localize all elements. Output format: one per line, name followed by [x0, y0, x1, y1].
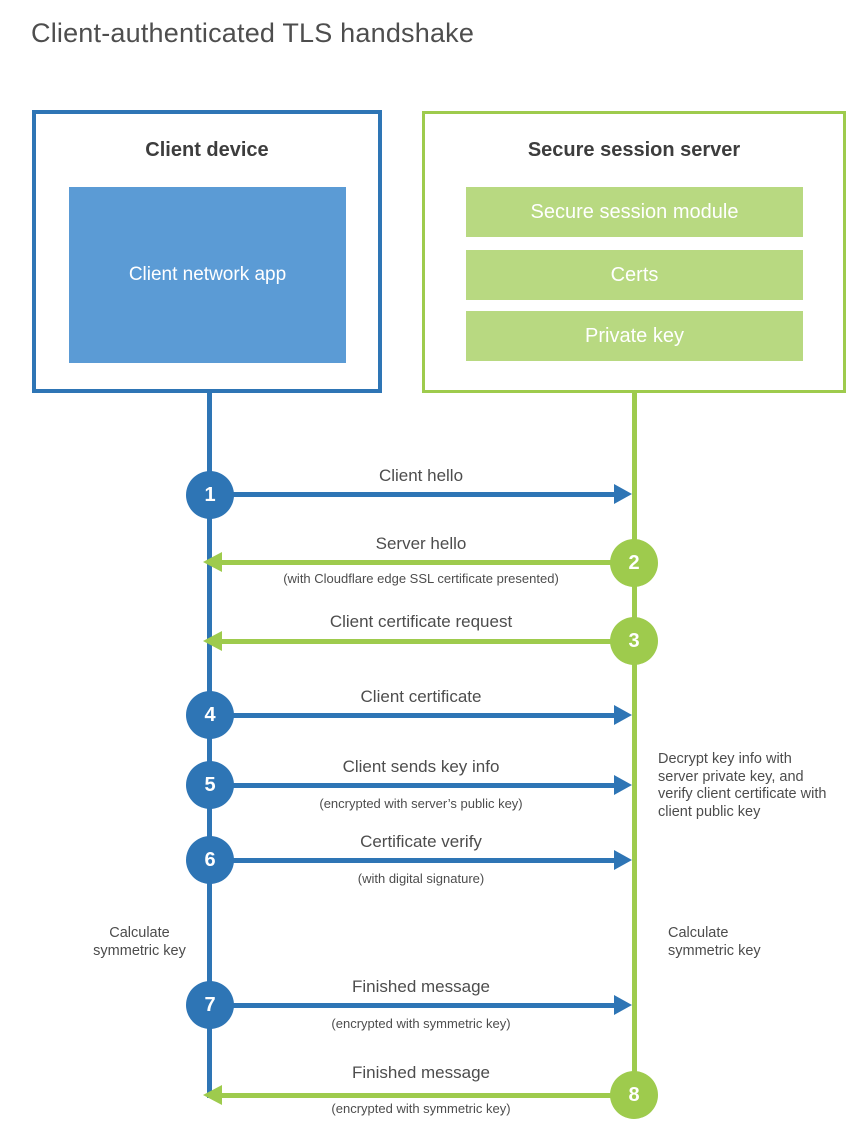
step-8-badge: 8: [610, 1071, 658, 1119]
server-module-private-key: Private key: [466, 311, 803, 361]
calculate-symmetric-key-client: Calculate symmetric key: [93, 925, 186, 959]
step-8-arrow-line: [222, 1093, 634, 1098]
step-6-sublabel: (with digital signature): [357, 871, 485, 886]
step-7-arrow-line: [210, 1003, 614, 1008]
step-1-arrow-line: [210, 492, 614, 497]
step-1-arrowhead-icon: [614, 484, 632, 504]
step-3-badge: 3: [610, 617, 658, 665]
step-4-arrow-line: [210, 713, 614, 718]
decrypt-note: Decrypt key info with server private key…: [658, 751, 827, 820]
step-7-arrowhead-icon: [614, 995, 632, 1015]
step-5-sublabel: (encrypted with server’s public key): [319, 796, 523, 811]
step-3-arrowhead-icon: [203, 631, 222, 651]
step-2-badge: 2: [610, 539, 658, 587]
step-4-arrowhead-icon: [614, 705, 632, 725]
step-8-label: Finished message: [352, 1063, 490, 1082]
step-2-arrowhead-icon: [203, 552, 222, 572]
step-1-badge: 1: [186, 471, 234, 519]
step-8-sublabel: (encrypted with symmetric key): [331, 1101, 511, 1116]
step-4-label: Client certificate: [360, 687, 482, 706]
client-device-title: Client device: [145, 139, 269, 161]
client-network-app-block: Client network app: [69, 187, 346, 363]
server-lifeline: [632, 391, 637, 1095]
step-2-sublabel: (with Cloudflare edge SSL certificate pr…: [283, 571, 559, 586]
server-module-certs: Certs: [466, 250, 803, 300]
step-2-arrow-line: [222, 560, 634, 565]
server-module-secure-session: Secure session module: [466, 187, 803, 237]
step-6-badge: 6: [186, 836, 234, 884]
step-5-label: Client sends key info: [342, 757, 500, 776]
step-7-sublabel: (encrypted with symmetric key): [331, 1016, 511, 1031]
step-8-arrowhead-icon: [203, 1085, 222, 1105]
step-4-badge: 4: [186, 691, 234, 739]
secure-session-server-box: Secure session server Secure session mod…: [422, 111, 846, 393]
step-3-label: Client certificate request: [329, 612, 513, 631]
client-device-box: Client device Client network app: [32, 110, 382, 393]
step-5-arrow-line: [210, 783, 614, 788]
client-lifeline: [207, 391, 212, 1098]
step-7-badge: 7: [186, 981, 234, 1029]
step-1-label: Client hello: [378, 466, 464, 485]
secure-session-server-title: Secure session server: [527, 139, 741, 161]
client-network-app-label: Client network app: [128, 264, 287, 285]
step-2-label: Server hello: [375, 534, 467, 553]
step-5-arrowhead-icon: [614, 775, 632, 795]
step-3-arrow-line: [222, 639, 634, 644]
step-6-label: Certificate verify: [360, 832, 482, 851]
step-5-badge: 5: [186, 761, 234, 809]
step-7-label: Finished message: [352, 977, 490, 996]
step-6-arrowhead-icon: [614, 850, 632, 870]
step-6-arrow-line: [210, 858, 614, 863]
page-title: Client-authenticated TLS handshake: [31, 18, 475, 48]
calculate-symmetric-key-server: Calculate symmetric key: [668, 925, 761, 959]
